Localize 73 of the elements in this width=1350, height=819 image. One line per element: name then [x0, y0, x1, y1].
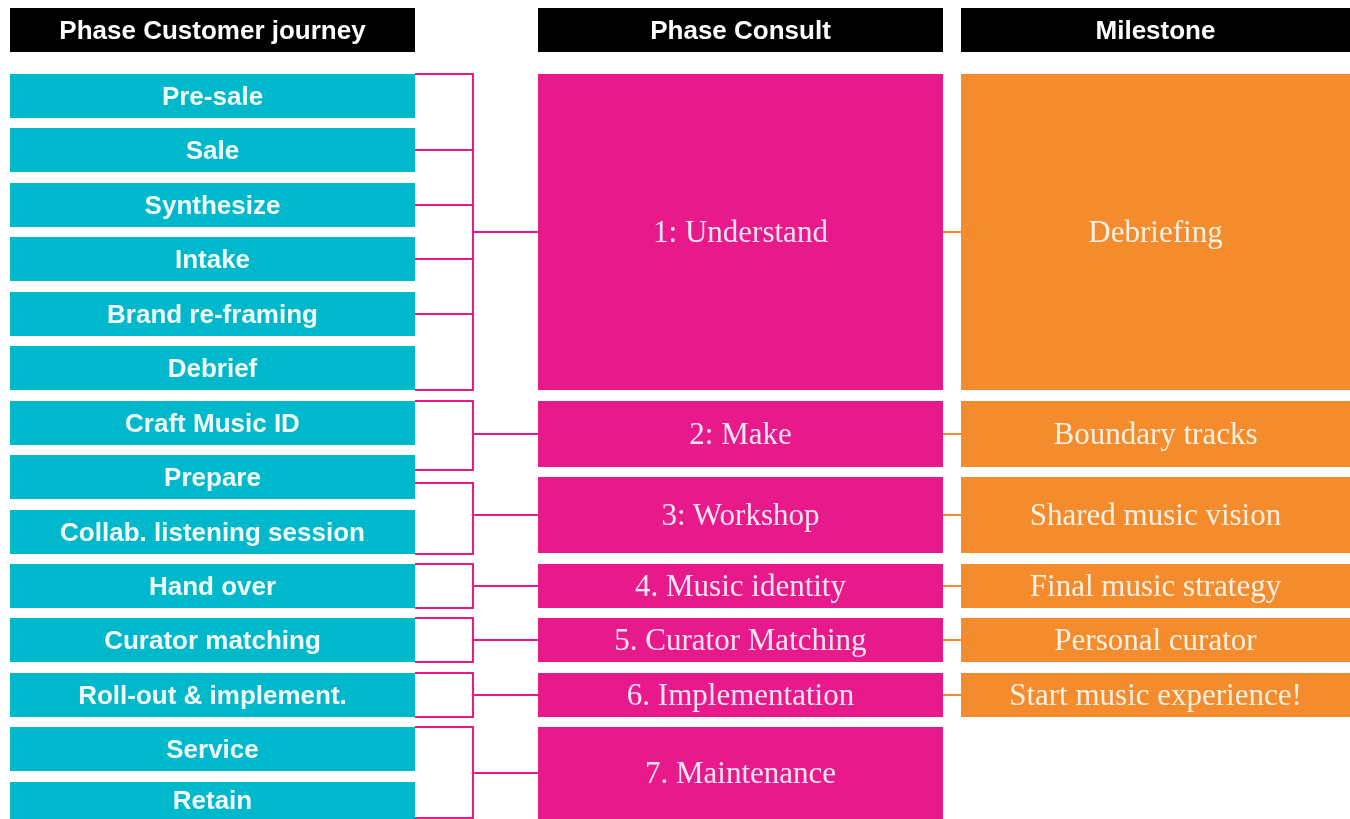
- connector-line: [942, 585, 962, 587]
- box-label: Shared music vision: [1029, 497, 1282, 533]
- box-label: Pre-sale: [161, 80, 264, 112]
- box-label: Debrief: [167, 352, 258, 384]
- milestone-box: [961, 477, 1350, 553]
- box-label: Prepare: [164, 461, 261, 493]
- connector-line: [414, 563, 539, 609]
- journey-step-box: [10, 74, 415, 118]
- connector-line: [414, 231, 539, 391]
- box-label: Phase Consult: [650, 14, 831, 46]
- journey-step-box: [10, 673, 415, 717]
- box-label: Retain: [172, 785, 253, 816]
- box-label: Collab. listening session: [60, 516, 365, 548]
- journey-step-box: [10, 292, 415, 336]
- box-label: Craft Music ID: [125, 407, 300, 439]
- journey-step-box: [10, 510, 415, 554]
- box-label: 7. Maintenance: [644, 755, 837, 791]
- connector-line: [942, 433, 962, 435]
- consult-phase-box: [538, 74, 943, 390]
- column-header: [961, 8, 1350, 52]
- box-label: Debriefing: [1088, 214, 1223, 250]
- milestone-box: [961, 401, 1350, 467]
- milestone-box: [961, 74, 1350, 390]
- consult-phase-box: [538, 727, 943, 819]
- connector-line: [414, 772, 539, 819]
- box-label: Brand re-framing: [107, 298, 318, 330]
- connector-line: [414, 514, 539, 555]
- box-label: Personal curator: [1054, 622, 1257, 658]
- journey-step-box: [10, 564, 415, 608]
- consult-phase-box: [538, 477, 943, 553]
- connector-line: [942, 514, 962, 516]
- box-label: Roll-out & implement.: [78, 679, 347, 711]
- box-label: Phase Customer journey: [59, 14, 366, 46]
- box-label: 1: Understand: [653, 214, 828, 250]
- journey-step-box: [10, 782, 415, 819]
- box-label: 4. Music identity: [635, 568, 846, 604]
- box-label: 3: Workshop: [661, 497, 820, 533]
- journey-step-box: [10, 618, 415, 662]
- connector-line: [414, 672, 539, 718]
- box-label: Milestone: [1095, 14, 1216, 46]
- box-label: Start music experience!: [1009, 677, 1302, 713]
- box-label: Synthesize: [144, 189, 281, 221]
- column-header: [10, 8, 415, 52]
- journey-step-box: [10, 183, 415, 227]
- connector-line: [942, 231, 962, 233]
- connector-line: [942, 694, 962, 696]
- consult-phase-box: [538, 564, 943, 608]
- connector-line: [942, 639, 962, 641]
- box-label: Hand over: [148, 570, 277, 602]
- box-label: 6. Implementation: [626, 677, 855, 713]
- consult-phase-box: [538, 673, 943, 717]
- box-label: Intake: [174, 243, 251, 275]
- journey-step-box: [10, 455, 415, 499]
- connector-line: [414, 433, 539, 471]
- journey-step-box: [10, 346, 415, 390]
- journey-step-box: [10, 401, 415, 445]
- journey-step-box: [10, 237, 415, 281]
- box-label: Service: [166, 733, 259, 765]
- milestone-box: [961, 673, 1350, 717]
- journey-step-box: [10, 727, 415, 771]
- box-label: Curator matching: [104, 624, 321, 656]
- milestone-box: [961, 618, 1350, 662]
- box-label: Boundary tracks: [1053, 416, 1258, 452]
- box-label: 2: Make: [689, 416, 792, 452]
- box-label: Sale: [185, 134, 240, 166]
- column-header: [538, 8, 943, 52]
- consult-phase-box: [538, 401, 943, 467]
- connector-line: [414, 617, 539, 663]
- milestone-box: [961, 564, 1350, 608]
- consult-phase-box: [538, 618, 943, 662]
- journey-step-box: [10, 128, 415, 172]
- box-label: Final music strategy: [1029, 568, 1282, 604]
- box-label: 5. Curator Matching: [614, 622, 867, 658]
